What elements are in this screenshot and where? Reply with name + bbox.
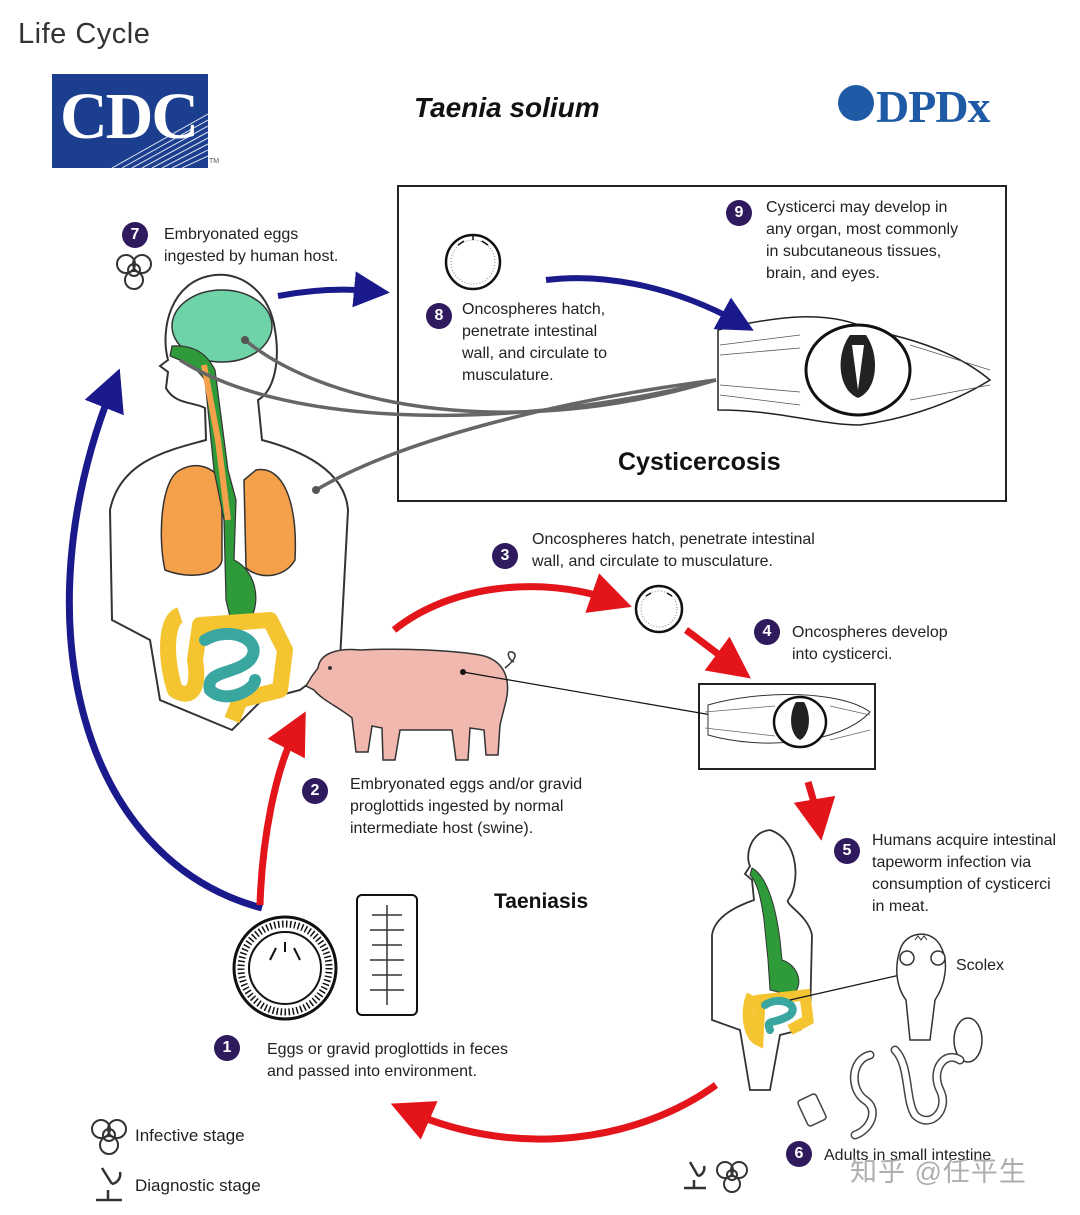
brain (171, 289, 273, 363)
watermark: 知乎 @任平生 (850, 1157, 1027, 1187)
arrow-4-to-5 (793, 780, 836, 841)
cdc-logo: CDC (52, 74, 208, 168)
step-2-badge: 2 (302, 778, 328, 804)
arrow-7-to-8 (277, 271, 390, 308)
step-9-badge: 9 (726, 200, 752, 226)
arrow-6-to-1 (390, 1082, 719, 1143)
microscope-icon (96, 1167, 122, 1202)
step-8-text: Oncospheres hatch,penetrate intestinal w… (462, 301, 607, 384)
arrow-1-to-2 (256, 711, 306, 906)
oncosphere-3 (634, 584, 684, 634)
human-host-figure (108, 273, 350, 732)
scolex-figure (896, 933, 983, 1063)
meat-cyst-box (698, 683, 876, 770)
step-4-badge: 4 (754, 619, 780, 645)
step-7-badge: 7 (122, 222, 148, 248)
cysticercus-in-tissue (717, 316, 992, 426)
dpdx-logo-text: DPDx (876, 81, 991, 132)
oncosphere-8 (444, 233, 502, 291)
step-6-text: Adults in small intestine (824, 1147, 992, 1164)
legend-infective: Infective stage (135, 1126, 245, 1145)
right-lung (243, 468, 297, 577)
microscope-icon (684, 1161, 706, 1190)
arrow-2-to-3 (391, 573, 632, 633)
legend-diagnostic: Diagnostic stage (135, 1176, 261, 1195)
scolex-label: Scolex (956, 957, 1005, 974)
cdc-trademark: TM (209, 158, 220, 165)
proglottid-figure (356, 894, 418, 1016)
step-1-badge: 1 (214, 1035, 240, 1061)
biohazard-icon (116, 254, 152, 290)
taeniasis-label: Taeniasis (494, 890, 589, 913)
pig-figure (304, 648, 753, 761)
cysticercosis-label: Cysticercosis (618, 448, 781, 476)
cdc-logo-text: CDC (60, 80, 199, 153)
dpdx-logo-mark (838, 85, 874, 121)
cysticercus-in-meat (704, 694, 871, 749)
page-heading: Life Cycle (18, 18, 151, 50)
adult-tapeworm-inner (851, 1047, 963, 1138)
arrow-3-to-4 (683, 627, 751, 679)
step-8-badge: 8 (426, 303, 452, 329)
organ-connector-lines (179, 338, 717, 492)
arrow-1-to-7 (65, 368, 263, 912)
step-3-badge: 3 (492, 543, 518, 569)
biohazard-icon (91, 1119, 127, 1155)
small-intestine (199, 627, 261, 703)
biohazard-icon (716, 1161, 748, 1193)
cysticercosis-box (397, 185, 1007, 502)
diagram-title: Taenia solium (414, 92, 600, 123)
step-5-badge: 5 (834, 838, 860, 864)
colon (160, 607, 293, 723)
step-6-badge: 6 (786, 1141, 812, 1167)
human-intestinal-figure (711, 829, 901, 1091)
arrow-8-to-9 (545, 275, 754, 331)
left-lung (160, 464, 223, 576)
egg-figure (232, 915, 338, 1021)
